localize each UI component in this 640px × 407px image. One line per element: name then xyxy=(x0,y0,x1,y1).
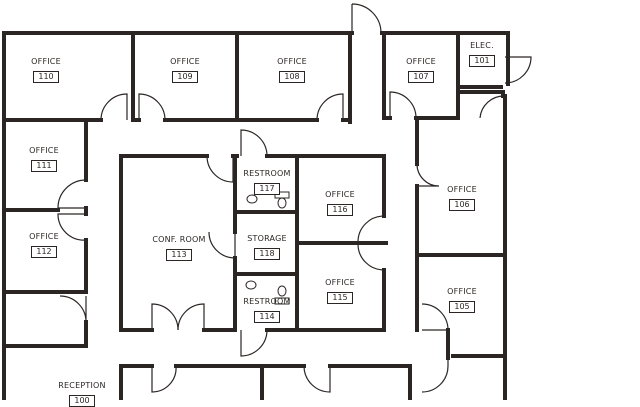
door-conf-right xyxy=(208,231,236,259)
room-number: 110 xyxy=(33,71,59,83)
room-label-office-107: OFFICE 107 xyxy=(397,58,445,83)
room-name: RESTROOM xyxy=(243,169,291,178)
room-label-elec-101: ELEC. 101 xyxy=(462,42,502,67)
room-name: OFFICE xyxy=(277,57,307,66)
room-number: 101 xyxy=(469,55,495,67)
room-name: OFFICE xyxy=(31,57,61,66)
room-name: OFFICE xyxy=(29,232,59,241)
room-number: 113 xyxy=(166,249,192,261)
room-number: 115 xyxy=(327,292,353,304)
toilet-tank-114 xyxy=(274,297,290,305)
fixtures xyxy=(245,191,290,305)
door-conf-top xyxy=(206,155,234,183)
toilet-bowl-117 xyxy=(277,197,287,209)
room-name: OFFICE xyxy=(325,190,355,199)
door-office-116 xyxy=(357,215,385,243)
room-number: 105 xyxy=(449,301,475,313)
room-label-restroom-114: RESTROOM 114 xyxy=(240,298,294,323)
doors xyxy=(57,3,532,393)
room-number: 106 xyxy=(449,199,475,211)
door-conf-bottom-a xyxy=(151,303,179,331)
door-restroom-114 xyxy=(240,329,268,357)
room-number: 112 xyxy=(31,246,57,258)
room-label-storage-118: STORAGE 118 xyxy=(240,235,294,260)
room-number: 107 xyxy=(408,71,434,83)
walls xyxy=(2,31,510,400)
room-label-conf-113: CONF. ROOM 113 xyxy=(146,236,212,261)
door-office-112 xyxy=(57,213,87,241)
room-label-office-109: OFFICE 109 xyxy=(161,58,209,83)
door-office-109 xyxy=(138,93,166,121)
room-number: 116 xyxy=(327,204,353,216)
room-label-office-106: OFFICE 106 xyxy=(438,186,486,211)
door-bottom-a xyxy=(151,365,177,393)
door-office-106 xyxy=(416,163,440,187)
room-label-restroom-117: RESTROOM 117 xyxy=(240,170,294,195)
room-name: OFFICE xyxy=(447,287,477,296)
room-name: OFFICE xyxy=(406,57,436,66)
door-office-105 xyxy=(421,303,449,331)
room-number: 100 xyxy=(69,395,95,407)
room-name: OFFICE xyxy=(170,57,200,66)
door-office-107 xyxy=(389,91,417,119)
room-name: OFFICE xyxy=(29,146,59,155)
sink-114 xyxy=(245,280,257,290)
sink-117 xyxy=(246,194,258,204)
door-office-105-lower xyxy=(421,330,449,393)
room-name: RECEPTION xyxy=(58,381,106,390)
room-label-reception-100: RECEPTION 100 xyxy=(52,382,112,407)
room-number: 109 xyxy=(172,71,198,83)
room-number: 117 xyxy=(254,183,280,195)
outer-wall-right xyxy=(503,31,510,362)
room-number: 118 xyxy=(254,248,280,260)
door-office-110 xyxy=(100,93,128,121)
room-label-office-116: OFFICE 116 xyxy=(316,191,364,216)
room-label-office-111: OFFICE 111 xyxy=(20,147,68,172)
door-office-106-top xyxy=(479,95,505,119)
room-name: RESTROOM xyxy=(243,297,291,306)
wall-office-111-112 xyxy=(2,206,88,216)
room-name: OFFICE xyxy=(447,185,477,194)
door-elec-101 xyxy=(504,56,532,84)
door-conf-bottom-b xyxy=(177,303,205,331)
door-office-115 xyxy=(357,243,385,271)
room-number: 114 xyxy=(254,311,280,323)
door-office-108 xyxy=(316,93,344,121)
room-label-office-105: OFFICE 105 xyxy=(438,288,486,313)
door-left-lower xyxy=(59,295,87,323)
room-label-office-112: OFFICE 112 xyxy=(20,233,68,258)
door-bottom-b xyxy=(303,365,331,393)
room-label-office-110: OFFICE 110 xyxy=(22,58,70,83)
room-name: STORAGE xyxy=(247,234,287,243)
door-office-111 xyxy=(57,179,87,209)
room-label-office-108: OFFICE 108 xyxy=(268,58,316,83)
wall-left-lower xyxy=(2,320,88,348)
wall-elec-lower xyxy=(456,90,505,120)
room-name: CONF. ROOM xyxy=(152,235,206,244)
room-number: 111 xyxy=(31,160,57,172)
room-number: 108 xyxy=(279,71,305,83)
door-restroom-117 xyxy=(240,129,268,157)
room-name: OFFICE xyxy=(325,278,355,287)
door-entry xyxy=(351,3,382,34)
toilet-bowl-114 xyxy=(277,285,287,297)
room-name: ELEC. xyxy=(470,41,494,50)
room-label-office-115: OFFICE 115 xyxy=(316,279,364,304)
